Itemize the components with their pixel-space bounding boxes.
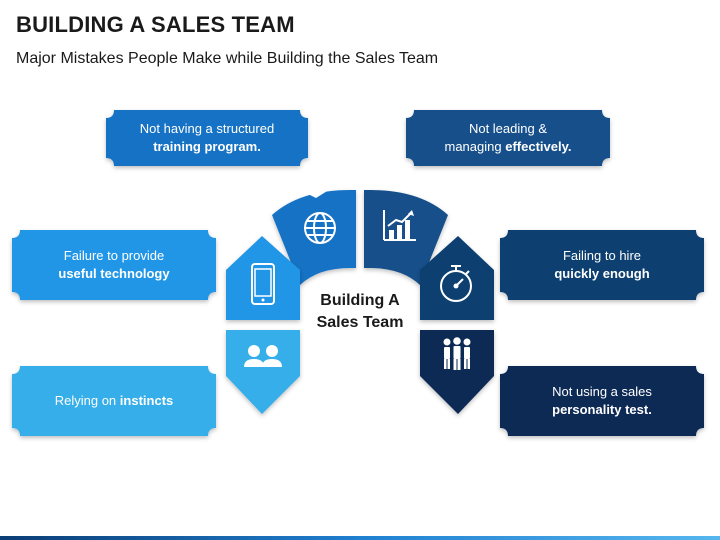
stopwatch-icon xyxy=(440,265,472,302)
card-training-bold: training program. xyxy=(153,139,261,154)
card-training: Not having a structured training program… xyxy=(104,108,310,168)
team-group-icon xyxy=(443,337,471,370)
card-leading-text-2: managing xyxy=(444,139,502,154)
card-technology: Failure to provide useful technology xyxy=(11,235,217,295)
segment-phone xyxy=(226,236,300,320)
card-personality-bold: personality test. xyxy=(552,402,652,417)
page-title: BUILDING A SALES TEAM xyxy=(16,12,295,37)
card-instincts-text: Relying on xyxy=(54,393,117,408)
segment-stopwatch xyxy=(420,236,494,320)
card-instincts: Relying on instincts xyxy=(11,371,217,431)
bar-chart-growth-icon xyxy=(383,210,416,241)
card-technology-text: Failure to provide xyxy=(63,248,165,263)
center-label-line1: Building A xyxy=(320,292,400,309)
page-subtitle: Major Mistakes People Make while Buildin… xyxy=(16,50,439,67)
card-instincts-bold: instincts xyxy=(119,393,174,408)
card-leading-bold: effectively. xyxy=(505,139,572,154)
card-hire: Failing to hire quickly enough xyxy=(499,235,705,295)
segment-globe xyxy=(272,190,356,285)
card-hire-bold: quickly enough xyxy=(554,266,650,281)
card-personality: Not using a sales personality test. xyxy=(499,371,705,431)
card-leading-text: Not leading & xyxy=(468,121,548,136)
center-label: Building A Sales Team xyxy=(298,290,422,334)
segment-people xyxy=(226,330,300,414)
two-people-icon xyxy=(244,345,282,367)
card-technology-bold: useful technology xyxy=(58,266,170,281)
footer-bar xyxy=(0,536,720,540)
card-hire-text: Failing to hire xyxy=(562,248,642,263)
card-shapes xyxy=(12,110,704,436)
card-personality-text: Not using a sales xyxy=(552,384,652,399)
center-label-line2: Sales Team xyxy=(316,314,404,331)
card-training-text: Not having a structured xyxy=(139,121,275,136)
smartphone-icon xyxy=(251,263,275,305)
segment-team xyxy=(420,330,494,414)
card-leading: Not leading & managing effectively. xyxy=(405,108,611,168)
globe-icon xyxy=(304,212,336,244)
